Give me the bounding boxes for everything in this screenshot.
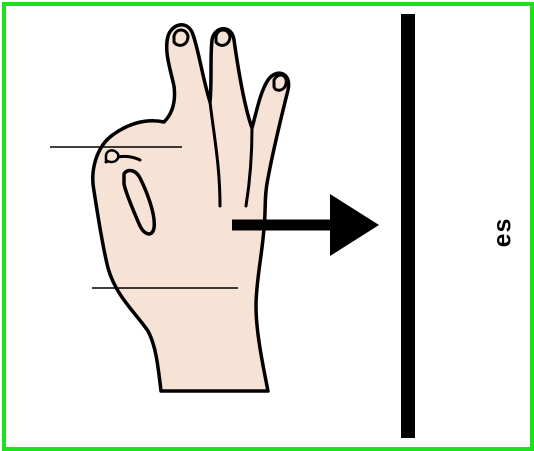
hand-ok-sign-icon [93,25,289,391]
caption-label: es [483,202,523,262]
vertical-bar [401,14,415,438]
caption-text: es [489,217,518,247]
sign-illustration [6,6,530,447]
